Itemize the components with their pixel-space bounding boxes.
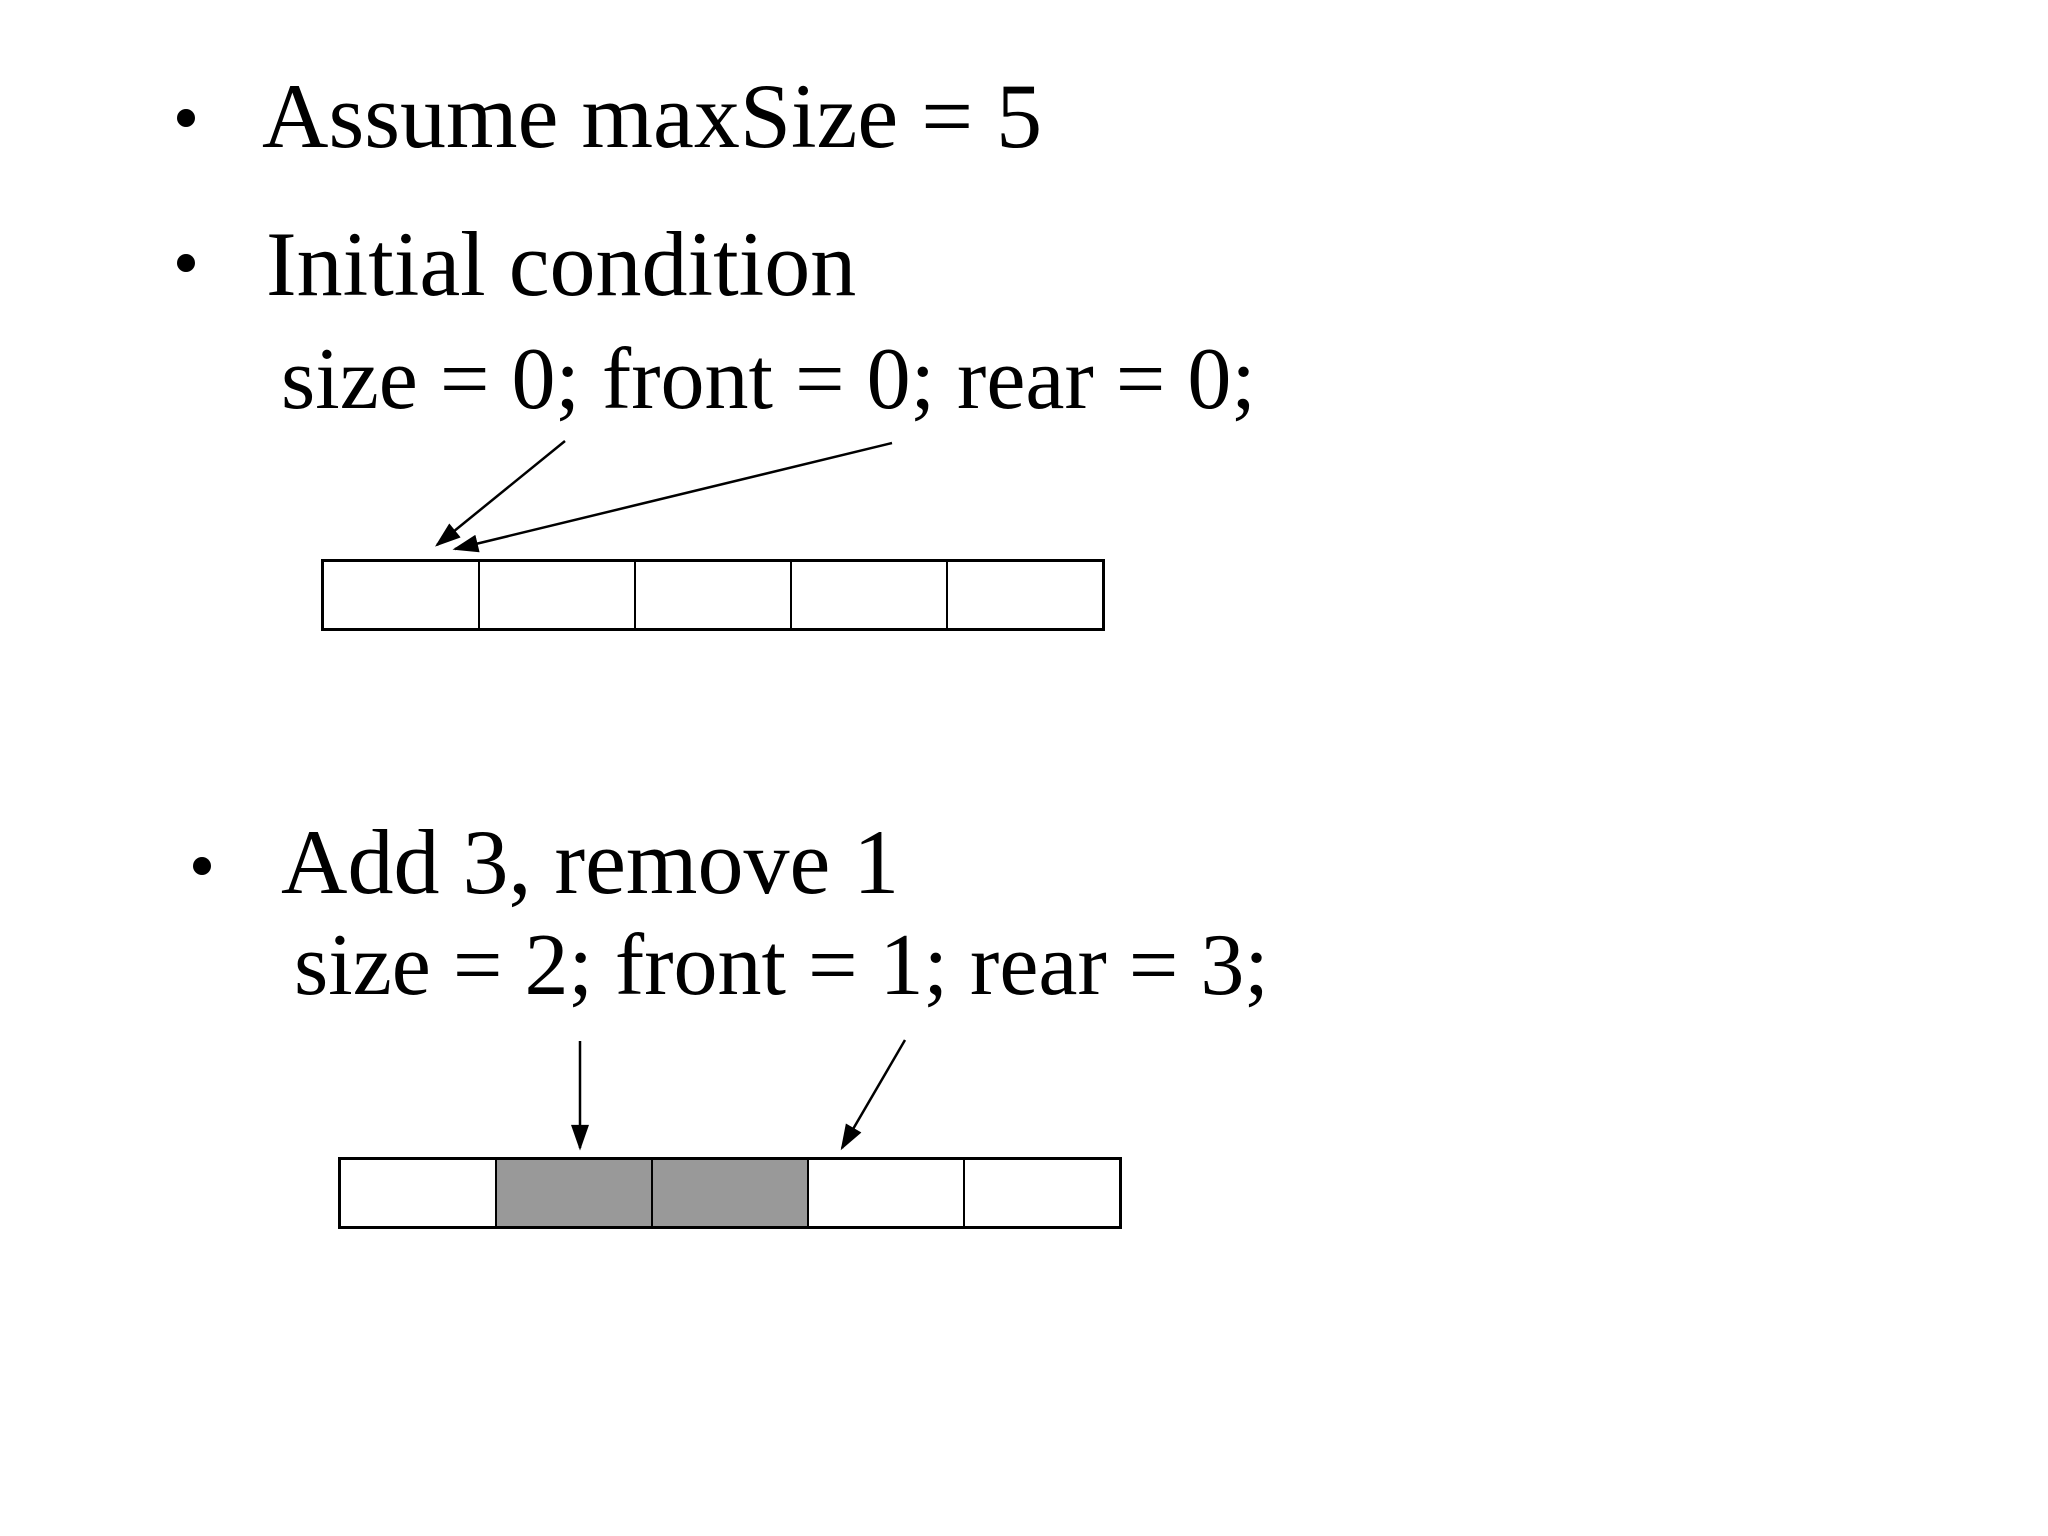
queue-array-initial <box>321 559 1105 631</box>
bullet-icon <box>177 254 195 272</box>
bullet-add-remove: Add 3, remove 1 <box>281 811 900 913</box>
bullet-icon <box>177 109 195 127</box>
rear-pointer-arrow-after <box>840 1039 907 1151</box>
bullet-icon <box>193 857 211 875</box>
array-cell <box>809 1160 965 1226</box>
array-cell <box>497 1160 653 1226</box>
array-cell <box>480 562 636 628</box>
rear-pointer-arrow-initial <box>452 441 893 553</box>
array-cell <box>341 1160 497 1226</box>
array-cell <box>965 1160 1119 1226</box>
array-cell <box>792 562 948 628</box>
queue-array-after <box>338 1157 1122 1229</box>
array-cell <box>948 562 1102 628</box>
bullet-initial-condition: Initial condition <box>266 213 857 315</box>
array-cell <box>636 562 792 628</box>
state-line-after: size = 2; front = 1; rear = 3; <box>294 917 1269 1014</box>
front-pointer-arrow-initial <box>435 440 566 547</box>
bullet-assume-maxsize: Assume maxSize = 5 <box>262 65 1043 167</box>
array-cell <box>653 1160 809 1226</box>
array-cell <box>324 562 480 628</box>
state-line-initial: size = 0; front = 0; rear = 0; <box>281 331 1256 428</box>
